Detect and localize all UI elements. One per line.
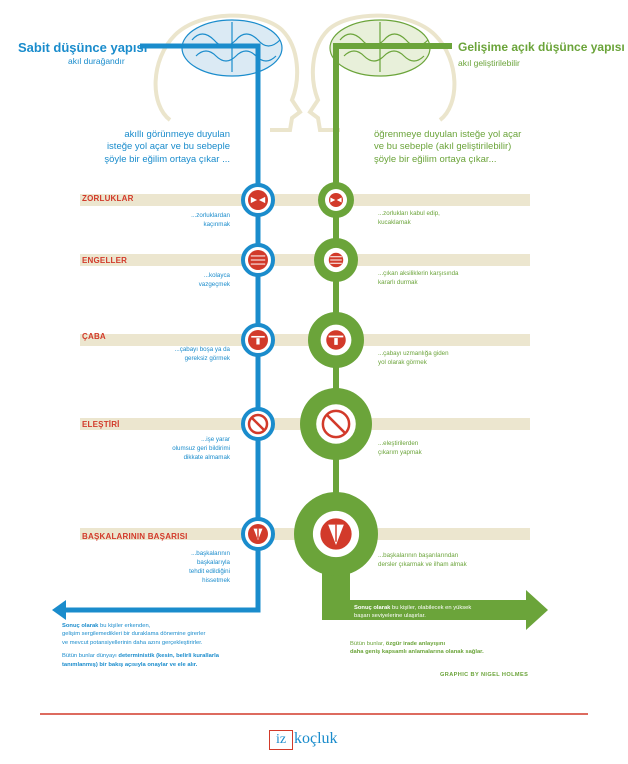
response-line: ...çabayı boşa ya da (174, 346, 230, 353)
stage-band (80, 194, 530, 206)
response-line: ...zorluklardan (191, 212, 230, 219)
conclusion-text: bu kişiler, olabilecek en yüksek (390, 605, 472, 611)
response-line: kaçınmak (203, 220, 230, 228)
fixed-response-obstacles: ...kolayca vazgeçmek (120, 272, 230, 290)
response-line: olumsuz geri bildirimi (172, 444, 230, 452)
stage-label-criticism: ELEŞTİRİ (82, 420, 120, 429)
stage-bands (80, 194, 530, 540)
growth-arrow-icon (322, 520, 548, 630)
growth-response-criticism: ...eleştirilerden çıkarım yapmak (378, 440, 528, 458)
stage-label-others-success: BAŞKALARININ BAŞARISI (82, 532, 188, 541)
fixed-head-silhouette (153, 13, 303, 132)
response-line: ...zorlukları kabul edip, (378, 210, 440, 217)
response-line: dersler çıkarmak ve ilham almak (378, 560, 467, 568)
fixed-intro-text: akıllı görünmeye duyulan isteğe yol açar… (70, 129, 230, 166)
conclusion-bold: Sonuç olarak (62, 623, 99, 629)
growth-person-success-icon (294, 492, 378, 576)
fixed-response-challenges: ...zorluklardan kaçınmak (120, 212, 230, 230)
response-line: çıkarım yapmak (378, 448, 422, 456)
fixed-brick-wall-icon (241, 243, 275, 277)
logo-wordmark: koçluk (294, 730, 338, 747)
response-line: ...eleştirilerden (378, 440, 419, 447)
response-line: kararlı durmak (378, 278, 418, 286)
growth-conclusion-top: Sonuç olarak bu kişiler, olabilecek en y… (354, 604, 534, 621)
growth-mindset-subtitle: akıl geliştirilebilir (458, 58, 520, 68)
response-line: ...başkalarının (191, 550, 230, 557)
fixed-intro-line: şöyle bir eğilim ortaya çıkar ... (104, 153, 230, 165)
growth-no-symbol-icon (300, 388, 372, 460)
stage-band (80, 254, 530, 266)
response-line: gereksiz görmek (184, 354, 230, 362)
fixed-response-effort: ...çabayı boşa ya da gereksiz görmek (120, 346, 230, 364)
fixed-intro-line: akıllı görünmeye duyulan (124, 129, 230, 140)
response-line: hissetmek (202, 576, 230, 584)
conclusion-line: gelişim sergilemedikleri bir duraklama d… (62, 631, 206, 638)
fixed-response-others-success: ...başkalarının başkalarıyla tehdit edil… (120, 550, 230, 586)
fixed-conclusion: Sonuç olarak bu kişiler erkenden, gelişi… (62, 622, 302, 669)
growth-brick-wall-icon (314, 238, 358, 282)
conclusion-bold: Sonuç olarak (354, 605, 391, 611)
conclusion-text: bu kişiler erkenden, (98, 623, 151, 629)
response-line: ...kolayca (203, 272, 230, 279)
stage-icons (241, 182, 378, 576)
response-line: yol olarak görmek (378, 358, 427, 366)
growth-intro-line: öğrenmeye duyulan isteğe yol açar (374, 129, 522, 140)
conclusion-line: başarı seviyelerine ulaşırlar. (354, 613, 426, 620)
fixed-arrows-colliding-icon (241, 183, 275, 217)
fixed-person-success-icon (241, 517, 275, 551)
growth-weightlifter-icon (308, 312, 364, 368)
growth-response-effort: ...çabayı uzmanlığa giden yol olarak gör… (378, 350, 528, 368)
growth-mindset-title: Gelişime açık düşünce yapısı (458, 40, 625, 54)
growth-intro-text: öğrenmeye duyulan isteğe yol açar ve bu … (374, 129, 544, 166)
response-line: ...işe yarar (201, 436, 230, 443)
growth-conclusion-bottom: Bütün bunlar, özgür irade anlayışını dah… (350, 640, 570, 657)
conclusion-bold: deterministik (kesin, belirli kurallarla (118, 653, 219, 660)
response-line: ...başkalarının başarılarından (378, 552, 459, 559)
growth-intro-line: şöyle bir eğilim ortaya çıkar... (374, 153, 497, 165)
growth-arrows-colliding-icon (318, 182, 354, 218)
growth-response-others-success: ...başkalarının başarılarından dersler ç… (378, 552, 528, 570)
fixed-mindset-subtitle: akıl durağandır (68, 56, 125, 66)
fixed-response-criticism: ...işe yarar olumsuz geri bildirimi dikk… (120, 436, 230, 463)
response-line: ...çabayı uzmanlığa giden (378, 350, 449, 357)
stage-label-challenges: ZORLUKLAR (82, 194, 134, 203)
response-line: vazgeçmek (198, 280, 230, 288)
fixed-intro-line: isteğe yol açar ve bu sebeple (106, 141, 230, 153)
stage-label-effort: ÇABA (82, 332, 106, 341)
response-line: dikkate almamak (183, 453, 230, 461)
conclusion-text: Bütün bunlar dünyayı (62, 653, 119, 660)
conclusion-bold: daha geniş kapsamlı anlamalarına olanak … (350, 649, 484, 656)
conclusion-bold: tanımlanmış) bir bakış açısıyla onaylar … (62, 661, 198, 668)
response-line: ...çıkan aksiliklerin karşısında (378, 270, 459, 277)
graphic-credit: GRAPHIC BY NIGEL HOLMES (440, 672, 529, 678)
conclusion-text: Bütün bunlar, (350, 641, 386, 647)
response-line: başkalarıyla (196, 558, 230, 566)
growth-response-challenges: ...zorlukları kabul edip, kucaklamak (378, 210, 528, 228)
stage-band (80, 334, 530, 346)
response-line: tehdit edildiğini (189, 567, 230, 575)
growth-response-obstacles: ...çıkan aksiliklerin karşısında kararlı… (378, 270, 528, 288)
conclusion-bold: özgür irade anlayışını (385, 641, 446, 647)
iz-logo-box: iz (269, 730, 293, 750)
stage-label-obstacles: ENGELLER (82, 256, 128, 265)
fixed-arrowhead-icon (52, 600, 66, 620)
response-line: kucaklamak (378, 218, 411, 226)
fixed-no-symbol-icon (241, 407, 275, 441)
conclusion-line: ve mevcut potansiyellerinin daha azını g… (62, 639, 203, 646)
fixed-mindset-title: Sabit düşünce yapısı (18, 40, 148, 55)
growth-head-silhouette (307, 13, 457, 132)
fixed-weightlifter-icon (241, 323, 275, 357)
growth-intro-line: ve bu sebeple (akıl geliştirilebilir) (374, 141, 512, 153)
